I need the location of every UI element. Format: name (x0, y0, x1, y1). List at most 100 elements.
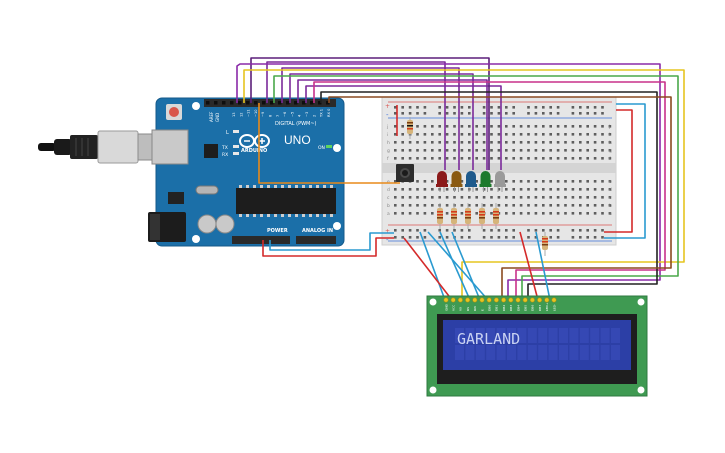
breadboard-hole[interactable] (593, 112, 597, 115)
breadboard-hole[interactable] (460, 149, 464, 152)
breadboard-hole[interactable] (408, 188, 412, 191)
breadboard-hole[interactable] (423, 149, 427, 152)
breadboard-hole[interactable] (497, 149, 501, 152)
breadboard-hole[interactable] (579, 229, 582, 232)
breadboard-hole[interactable] (475, 133, 478, 136)
breadboard-hole[interactable] (527, 133, 530, 136)
breadboard-hole[interactable] (542, 188, 545, 191)
breadboard-hole[interactable] (519, 180, 523, 183)
breadboard-hole[interactable] (564, 180, 567, 183)
breadboard-hole[interactable] (453, 196, 456, 199)
breadboard-hole[interactable] (394, 112, 397, 115)
breadboard-hole[interactable] (453, 157, 456, 160)
breadboard-hole[interactable] (549, 125, 552, 128)
breadboard-hole[interactable] (542, 204, 545, 207)
breadboard-hole[interactable] (564, 125, 567, 128)
breadboard-hole[interactable] (460, 141, 464, 144)
breadboard-hole[interactable] (475, 180, 478, 183)
breadboard-hole[interactable] (593, 149, 597, 152)
breadboard-hole[interactable] (542, 125, 545, 128)
white-led[interactable] (494, 171, 506, 192)
breadboard-hole[interactable] (423, 236, 427, 239)
breadboard-hole[interactable] (549, 236, 552, 239)
breadboard-hole[interactable] (490, 106, 493, 109)
header-pin[interactable] (262, 101, 266, 105)
breadboard-hole[interactable] (445, 112, 449, 115)
breadboard-hole[interactable] (527, 204, 530, 207)
breadboard-hole[interactable] (527, 112, 530, 115)
breadboard-hole[interactable] (468, 106, 471, 109)
breadboard-hole[interactable] (601, 141, 604, 144)
breadboard-hole[interactable] (460, 236, 464, 239)
breadboard-hole[interactable] (460, 188, 464, 191)
header-pin[interactable] (278, 101, 282, 105)
breadboard-hole[interactable] (416, 106, 419, 109)
breadboard-hole[interactable] (586, 149, 589, 152)
breadboard-hole[interactable] (534, 180, 538, 183)
breadboard-hole[interactable] (601, 149, 604, 152)
breadboard-hole[interactable] (519, 204, 523, 207)
breadboard-hole[interactable] (608, 204, 612, 207)
breadboard-hole[interactable] (512, 196, 515, 199)
breadboard-hole[interactable] (564, 133, 567, 136)
breadboard-hole[interactable] (601, 180, 604, 183)
breadboard-hole[interactable] (601, 212, 604, 215)
breadboard-hole[interactable] (534, 125, 538, 128)
breadboard-hole[interactable] (416, 236, 419, 239)
breadboard-hole[interactable] (468, 157, 471, 160)
breadboard-hole[interactable] (460, 212, 464, 215)
breadboard-hole[interactable] (534, 212, 538, 215)
breadboard-hole[interactable] (586, 229, 589, 232)
breadboard-hole[interactable] (475, 157, 478, 160)
breadboard-hole[interactable] (423, 112, 427, 115)
breadboard-hole[interactable] (408, 196, 412, 199)
breadboard-hole[interactable] (460, 229, 464, 232)
breadboard-hole[interactable] (445, 204, 449, 207)
breadboard-hole[interactable] (416, 125, 419, 128)
breadboard-hole[interactable] (534, 149, 538, 152)
breadboard-hole[interactable] (497, 236, 501, 239)
header-pin[interactable] (206, 101, 210, 105)
breadboard-hole[interactable] (431, 212, 434, 215)
breadboard-hole[interactable] (475, 188, 478, 191)
breadboard-hole[interactable] (468, 229, 471, 232)
breadboard-hole[interactable] (564, 141, 567, 144)
breadboard-hole[interactable] (401, 133, 404, 136)
breadboard-hole[interactable] (460, 106, 464, 109)
breadboard-hole[interactable] (593, 141, 597, 144)
lcd-pin[interactable] (493, 297, 499, 303)
breadboard-hole[interactable] (601, 112, 604, 115)
breadboard-hole[interactable] (512, 149, 515, 152)
breadboard-hole[interactable] (579, 180, 582, 183)
breadboard-hole[interactable] (482, 125, 486, 128)
breadboard-hole[interactable] (534, 106, 538, 109)
breadboard-hole[interactable] (505, 180, 508, 183)
header-pin[interactable] (238, 101, 242, 105)
breadboard-hole[interactable] (490, 112, 493, 115)
breadboard-hole[interactable] (534, 204, 538, 207)
breadboard-hole[interactable] (497, 204, 501, 207)
header-pin[interactable] (310, 101, 314, 105)
breadboard-hole[interactable] (564, 188, 567, 191)
breadboard-hole[interactable] (490, 180, 493, 183)
breadboard-hole[interactable] (593, 106, 597, 109)
breadboard-hole[interactable] (601, 236, 604, 239)
breadboard-hole[interactable] (579, 157, 582, 160)
lcd-pin[interactable] (443, 297, 449, 303)
breadboard-hole[interactable] (586, 180, 589, 183)
breadboard-hole[interactable] (423, 157, 427, 160)
breadboard-hole[interactable] (401, 141, 404, 144)
breadboard-hole[interactable] (601, 204, 604, 207)
breadboard-hole[interactable] (519, 149, 523, 152)
breadboard-hole[interactable] (579, 133, 582, 136)
analog-header[interactable] (296, 236, 336, 244)
breadboard-hole[interactable] (579, 125, 582, 128)
breadboard-hole[interactable] (527, 141, 530, 144)
breadboard-hole[interactable] (601, 157, 604, 160)
breadboard-hole[interactable] (593, 204, 597, 207)
breadboard-hole[interactable] (579, 141, 582, 144)
breadboard-hole[interactable] (438, 157, 441, 160)
breadboard-hole[interactable] (571, 196, 575, 199)
breadboard-hole[interactable] (445, 133, 449, 136)
breadboard-hole[interactable] (505, 149, 508, 152)
